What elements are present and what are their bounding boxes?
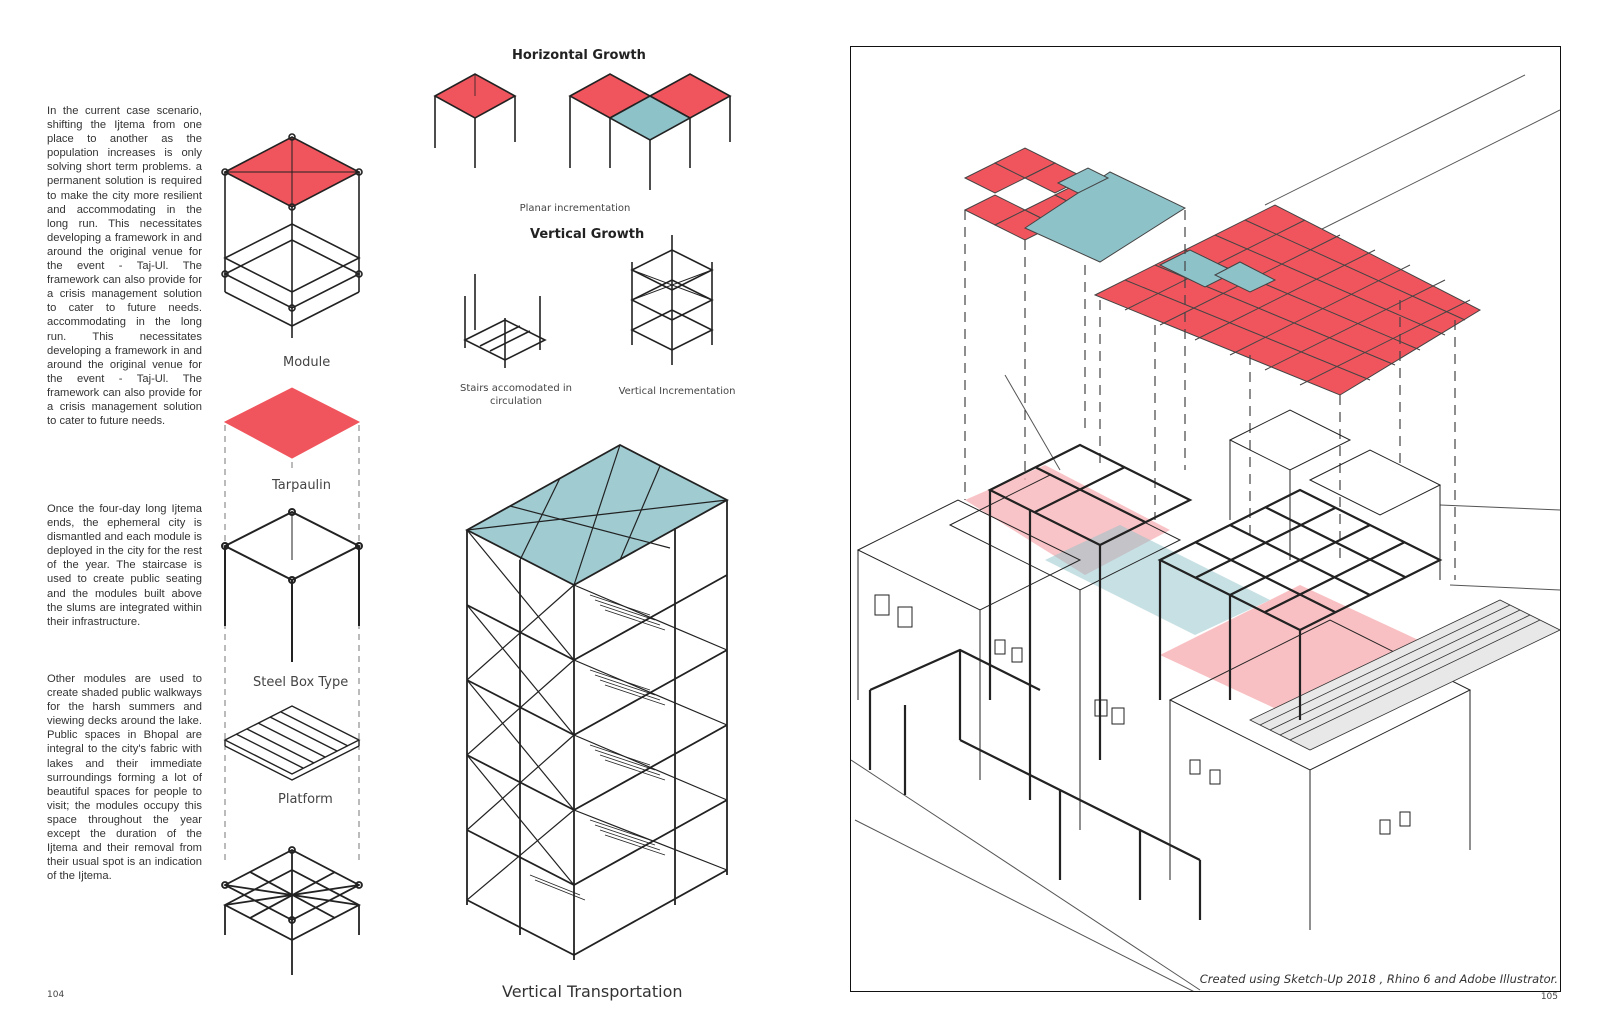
corrugated-roof	[1249, 599, 1560, 751]
three-unit-cluster	[568, 73, 732, 190]
vertical-transportation-title: Vertical Transportation	[502, 982, 683, 1001]
vertical-growth-heading: Vertical Growth	[530, 227, 645, 242]
module-cube	[221, 133, 363, 338]
vertical-transportation-tower	[465, 443, 729, 960]
modules-paragraph: Other modules are used to create shaded …	[47, 673, 202, 883]
buildings	[856, 409, 1472, 930]
tarp-cluster-left	[963, 147, 1187, 263]
base-frame	[221, 846, 363, 975]
credit-caption: Created using Sketch-Up 2018 , Rhino 6 a…	[1199, 972, 1558, 986]
horizontal-growth-heading: Horizontal Growth	[512, 48, 646, 63]
planar-incrementation-caption: Planar incrementation	[519, 203, 631, 214]
dismantle-paragraph: Once the four-day long Ijtema ends, the …	[47, 503, 202, 628]
steel-grid-frame	[868, 443, 1443, 920]
label-platform: Platform	[278, 792, 333, 807]
label-module: Module	[283, 355, 331, 370]
label-steel-box-type: Steel Box Type	[253, 675, 349, 690]
vertical-increment-unit	[630, 235, 714, 365]
vertical-incrementation-caption: Vertical Incrementation	[618, 386, 736, 397]
axonometric-frame	[850, 46, 1561, 992]
label-tarpaulin: Tarpaulin	[272, 478, 332, 493]
single-unit	[433, 73, 517, 168]
page-number-right: 105	[1540, 992, 1558, 1002]
tarpaulin-sheet	[223, 387, 361, 459]
stairs-unit	[463, 274, 547, 368]
stairs-caption: Stairs accomodated in circulation	[460, 383, 572, 407]
page-number-left: 104	[47, 990, 65, 1000]
platform-deck	[223, 705, 361, 781]
intro-paragraph: In the current case scenario, shifting t…	[47, 105, 202, 428]
tarp-cluster-right	[1093, 204, 1482, 396]
steel-box-frame	[221, 508, 363, 662]
